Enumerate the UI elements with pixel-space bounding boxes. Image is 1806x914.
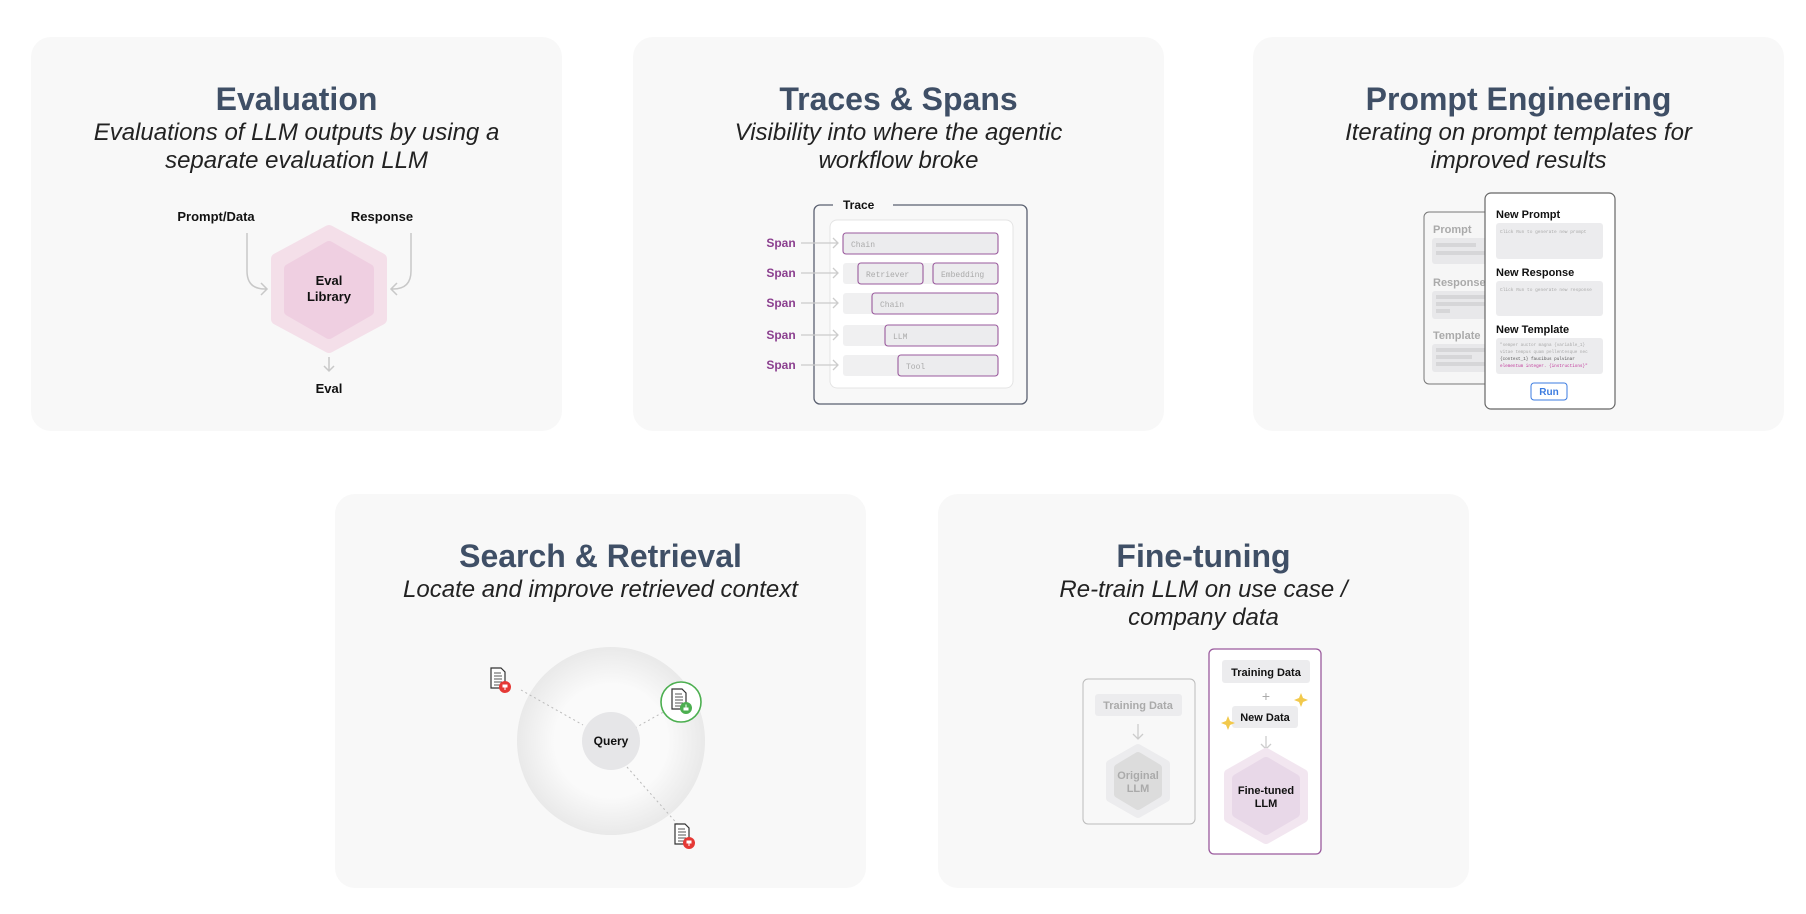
- template-line: elementum integer. {instructions}": [1500, 364, 1588, 369]
- hex-label: LLM: [1255, 798, 1278, 810]
- placeholder-text: Click Run to generate new prompt: [1500, 229, 1587, 235]
- span-label: Span: [766, 296, 795, 310]
- arrow-icon: [801, 359, 839, 371]
- span-kind-label: Tool: [906, 363, 925, 372]
- hexagon-inner: [284, 241, 374, 339]
- run-button[interactable]: [1530, 382, 1568, 401]
- span-box[interactable]: [932, 262, 999, 285]
- new-prompt-output: [1496, 223, 1603, 259]
- subtitle-line: workflow broke: [818, 147, 979, 174]
- subtitle-line: separate evaluation LLM: [165, 147, 428, 174]
- hex-label: Original: [1117, 770, 1159, 782]
- search-retrieval-card: Search & Retrieval Locate and improve re…: [335, 494, 866, 888]
- eval-output-label: Eval: [316, 381, 343, 396]
- plus-sign: +: [1262, 688, 1270, 704]
- card-subtitle: Locate and improve retrieved context: [365, 576, 836, 604]
- original-llm-hexagon: [1114, 752, 1162, 810]
- new-response-label: New Response: [1496, 267, 1574, 279]
- new-data-label: New Data: [1240, 712, 1290, 724]
- evaluation-card: Evaluation Evaluations of LLM outputs by…: [31, 37, 562, 431]
- fine-tuned-llm-hexagon: [1232, 757, 1300, 835]
- subtitle-line: Iterating on prompt templates for: [1345, 119, 1692, 146]
- template-line: "semper auctor magna {variable_1}: [1500, 343, 1586, 348]
- arrow-icon: [801, 237, 839, 249]
- arrow-icon: [801, 297, 839, 309]
- span-label: Span: [766, 266, 795, 280]
- panel-label: Template: [1433, 330, 1480, 342]
- hex-label: Library: [307, 289, 352, 304]
- span-kind-label: Retriever: [866, 271, 909, 280]
- fine-tuning-diagram: Training Data Original LLM Training Data…: [1082, 648, 1322, 855]
- hex-label: LLM: [1127, 783, 1150, 795]
- span-box[interactable]: [897, 354, 999, 377]
- document-icon: [490, 667, 511, 693]
- new-prompt-label: New Prompt: [1496, 209, 1561, 221]
- card-subtitle: Iterating on prompt templates for improv…: [1283, 119, 1754, 175]
- placeholder-text: Click Run to generate new response: [1500, 287, 1592, 293]
- subtitle-line: Re-train LLM on use case /: [1059, 576, 1348, 603]
- fine-tuning-card: Fine-tuning Re-train LLM on use case / c…: [938, 494, 1469, 888]
- run-button-label[interactable]: Run: [1539, 387, 1558, 398]
- card-subtitle: Re-train LLM on use case / company data: [968, 576, 1439, 632]
- span-label: Span: [766, 328, 795, 342]
- query-node: [582, 712, 640, 770]
- new-response-output: [1496, 281, 1603, 316]
- hex-label: Eval: [316, 273, 343, 288]
- subtitle-line: company data: [1128, 604, 1279, 631]
- card-title: Search & Retrieval: [459, 538, 742, 574]
- prompt-engineering-card: Prompt Engineering Iterating on prompt t…: [1253, 37, 1784, 431]
- query-label: Query: [594, 734, 629, 748]
- subtitle-line: Evaluations of LLM outputs by using a: [93, 119, 500, 146]
- document-icon: [674, 823, 695, 849]
- card-title: Prompt Engineering: [1365, 81, 1672, 117]
- card-subtitle: Visibility into where the agentic workfl…: [663, 119, 1134, 175]
- response-label: Response: [351, 209, 413, 224]
- training-data-label: Training Data: [1231, 667, 1302, 679]
- span-label: Span: [766, 358, 795, 372]
- card-title: Evaluation: [215, 81, 378, 117]
- new-template-label: New Template: [1496, 324, 1569, 336]
- sparkle-icon: [1294, 693, 1308, 707]
- subtitle-line: Locate and improve retrieved context: [403, 576, 798, 603]
- panel-label: Prompt: [1433, 224, 1472, 236]
- arrow-icon: [389, 233, 412, 296]
- document-icon: [671, 688, 692, 714]
- template-line: vitae tempus quam pellentesque nec: [1500, 350, 1588, 355]
- span-box[interactable]: [871, 292, 999, 315]
- span-box[interactable]: [884, 324, 999, 347]
- card-title: Fine-tuning: [1116, 538, 1291, 574]
- arrow-icon: [246, 233, 269, 296]
- subtitle-line: improved results: [1430, 147, 1607, 174]
- span-kind-label: Chain: [851, 241, 875, 250]
- traces-card: Traces & Spans Visibility into where the…: [633, 37, 1164, 431]
- evaluation-diagram: Prompt/Data Response Eval Library Eval: [177, 209, 413, 396]
- prompt-diagram: Prompt Response Template New Prompt Clic…: [1423, 192, 1616, 410]
- card-subtitle: Evaluations of LLM outputs by using a se…: [61, 119, 532, 175]
- arrow-icon: [801, 267, 839, 279]
- span-kind-label: LLM: [893, 333, 908, 342]
- prompt-data-label: Prompt/Data: [177, 209, 255, 224]
- trace-frame: [813, 204, 1028, 405]
- subtitle-line: Visibility into where the agentic: [734, 119, 1063, 146]
- card-title: Traces & Spans: [779, 81, 1018, 117]
- arrow-icon: [801, 329, 839, 341]
- template-line: {context_1} faucibus pulvinar: [1500, 357, 1575, 362]
- new-template-editor[interactable]: [1496, 338, 1603, 374]
- training-data-label: Training Data: [1103, 700, 1174, 712]
- span-box[interactable]: [857, 262, 924, 285]
- arrow-down-icon: [323, 357, 335, 373]
- trace-label: Trace: [843, 198, 875, 212]
- panel-label: Response: [1433, 277, 1486, 289]
- retrieval-diagram: Query: [490, 647, 705, 849]
- span-label: Span: [766, 236, 795, 250]
- hex-label: Fine-tuned: [1238, 785, 1294, 797]
- sparkle-icon: [1221, 716, 1235, 730]
- span-kind-label: Embedding: [941, 271, 984, 280]
- span-box[interactable]: [842, 232, 999, 255]
- span-kind-label: Chain: [880, 301, 904, 310]
